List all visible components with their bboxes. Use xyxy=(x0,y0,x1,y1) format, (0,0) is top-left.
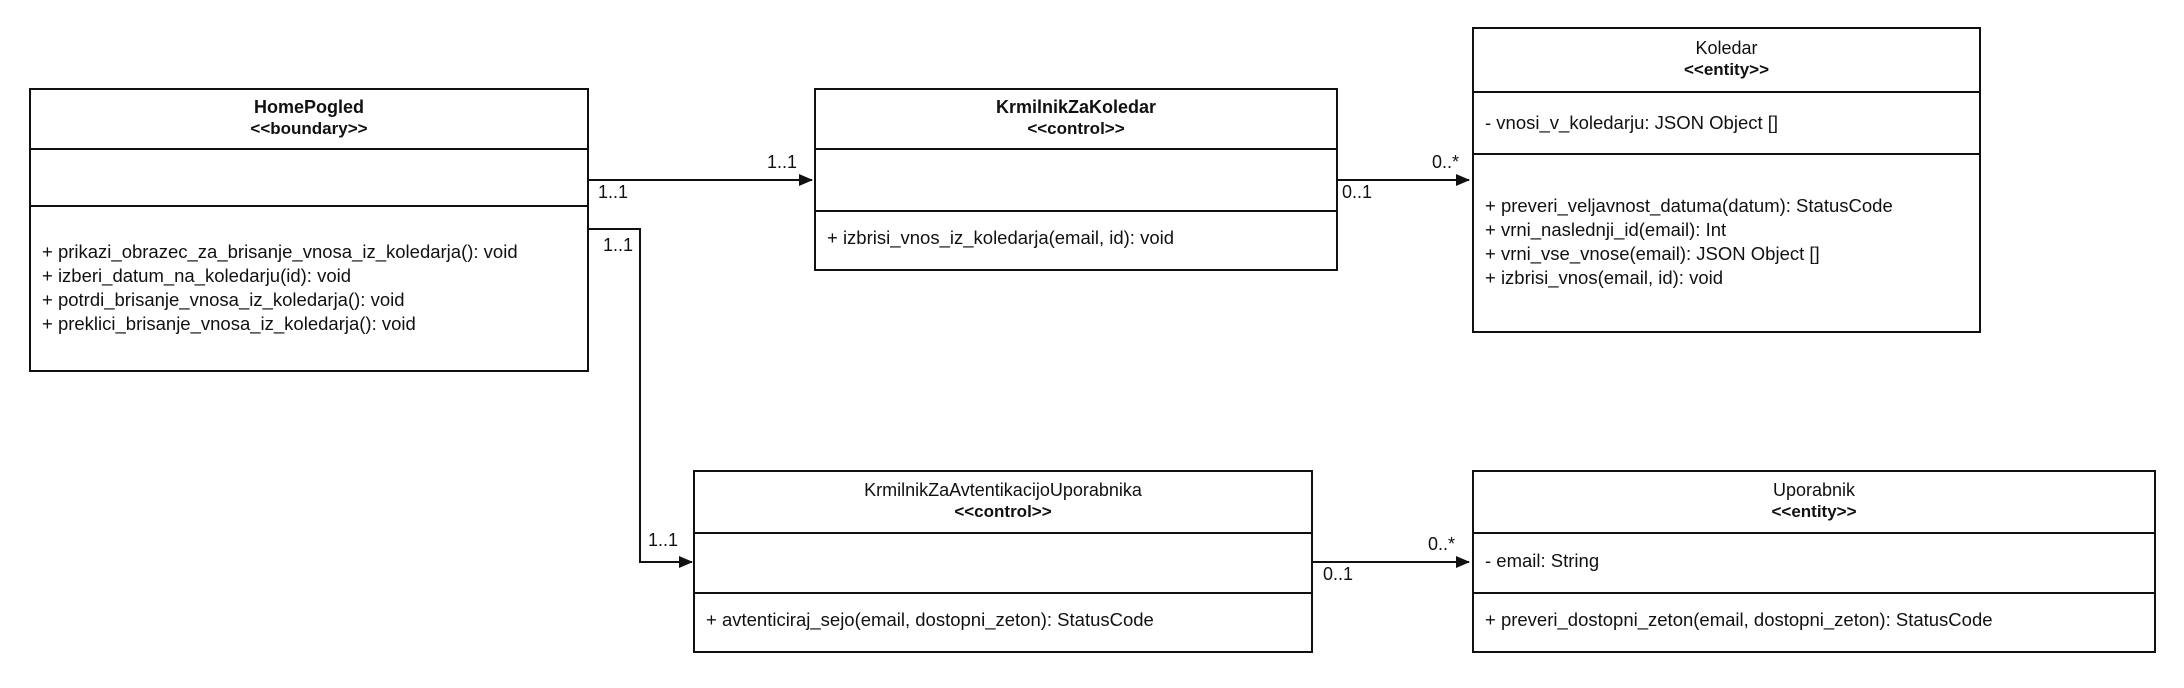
class-header: Uporabnik <<entity>> xyxy=(1474,472,2154,532)
class-name: Uporabnik xyxy=(1772,480,1856,500)
operations-section: + avtenticiraj_sejo(email, dostopni_zeto… xyxy=(695,592,1311,651)
class-header: KrmilnikZaKoledar <<control>> xyxy=(816,90,1336,148)
operation: + izbrisi_vnos_iz_koledarja(email, id): … xyxy=(827,227,1175,248)
class-name: KrmilnikZaAvtentikacijoUporabnika xyxy=(864,480,1142,500)
attribute: - email: String xyxy=(1485,550,1600,571)
multiplicity-label: 0..* xyxy=(1432,152,1460,172)
multiplicity-label: 1..1 xyxy=(648,530,679,550)
class-uporabnik: Uporabnik <<entity>> - email: String + p… xyxy=(1472,470,2156,653)
operations-section: + preveri_dostopni_zeton(email, dostopni… xyxy=(1474,592,2154,651)
class-name: KrmilnikZaKoledar xyxy=(995,97,1157,117)
operation: + preveri_dostopni_zeton(email, dostopni… xyxy=(1485,609,1993,630)
operations-section: + izbrisi_vnos_iz_koledarja(email, id): … xyxy=(816,210,1336,269)
operation: + avtenticiraj_sejo(email, dostopni_zeto… xyxy=(706,609,1154,630)
class-header: Koledar <<entity>> xyxy=(1474,29,1979,91)
attributes-section: - vnosi_v_koledarju: JSON Object [] xyxy=(1474,91,1979,153)
class-stereotype: <<boundary>> xyxy=(250,119,368,138)
attributes-section xyxy=(31,148,587,205)
multiplicity-label: 0..1 xyxy=(1323,564,1354,584)
operation: + izberi_datum_na_koledarju(id): void xyxy=(42,265,352,286)
multiplicity-label: 0..* xyxy=(1428,534,1456,554)
operation: + izbrisi_vnos(email, id): void xyxy=(1485,267,1724,288)
operations-section: + prikazi_obrazec_za_brisanje_vnosa_iz_k… xyxy=(31,205,587,370)
operation: + vrni_vse_vnose(email): JSON Object [] xyxy=(1485,243,1820,264)
class-krmilnik-za-koledar: KrmilnikZaKoledar <<control>> + izbrisi_… xyxy=(814,88,1338,271)
class-stereotype: <<control>> xyxy=(1027,119,1125,138)
operation: + prikazi_obrazec_za_brisanje_vnosa_iz_k… xyxy=(42,241,518,262)
class-stereotype: <<entity>> xyxy=(1683,60,1770,79)
multiplicity-label: 1..1 xyxy=(603,235,634,255)
class-koledar: Koledar <<entity>> - vnosi_v_koledarju: … xyxy=(1472,27,1981,333)
class-stereotype: <<control>> xyxy=(954,502,1052,521)
operation: + preveri_veljavnost_datuma(datum): Stat… xyxy=(1485,195,1893,216)
attributes-section xyxy=(816,148,1336,210)
class-header: KrmilnikZaAvtentikacijoUporabnika <<cont… xyxy=(695,472,1311,532)
class-header: HomePogled <<boundary>> xyxy=(31,90,587,148)
operation: + vrni_naslednji_id(email): Int xyxy=(1485,219,1727,240)
operation: + preklici_brisanje_vnosa_iz_koledarja()… xyxy=(42,313,416,334)
operations-section: + preveri_veljavnost_datuma(datum): Stat… xyxy=(1474,153,1979,331)
class-krmilnik-za-avtentikacijo: KrmilnikZaAvtentikacijoUporabnika <<cont… xyxy=(693,470,1313,653)
attributes-section: - email: String xyxy=(1474,532,2154,592)
multiplicity-label: 1..1 xyxy=(767,152,798,172)
class-home-pogled: HomePogled <<boundary>> + prikazi_obraze… xyxy=(29,88,589,372)
attributes-section xyxy=(695,532,1311,592)
association-home-to-avt-controller xyxy=(589,228,693,568)
class-name: HomePogled xyxy=(253,97,364,117)
operation: + potrdi_brisanje_vnosa_iz_koledarja(): … xyxy=(42,289,405,310)
multiplicity-label: 1..1 xyxy=(598,182,629,202)
multiplicity-label: 0..1 xyxy=(1342,182,1373,202)
class-name: Koledar xyxy=(1695,38,1758,58)
attribute: - vnosi_v_koledarju: JSON Object [] xyxy=(1485,112,1779,133)
class-stereotype: <<entity>> xyxy=(1771,502,1857,521)
